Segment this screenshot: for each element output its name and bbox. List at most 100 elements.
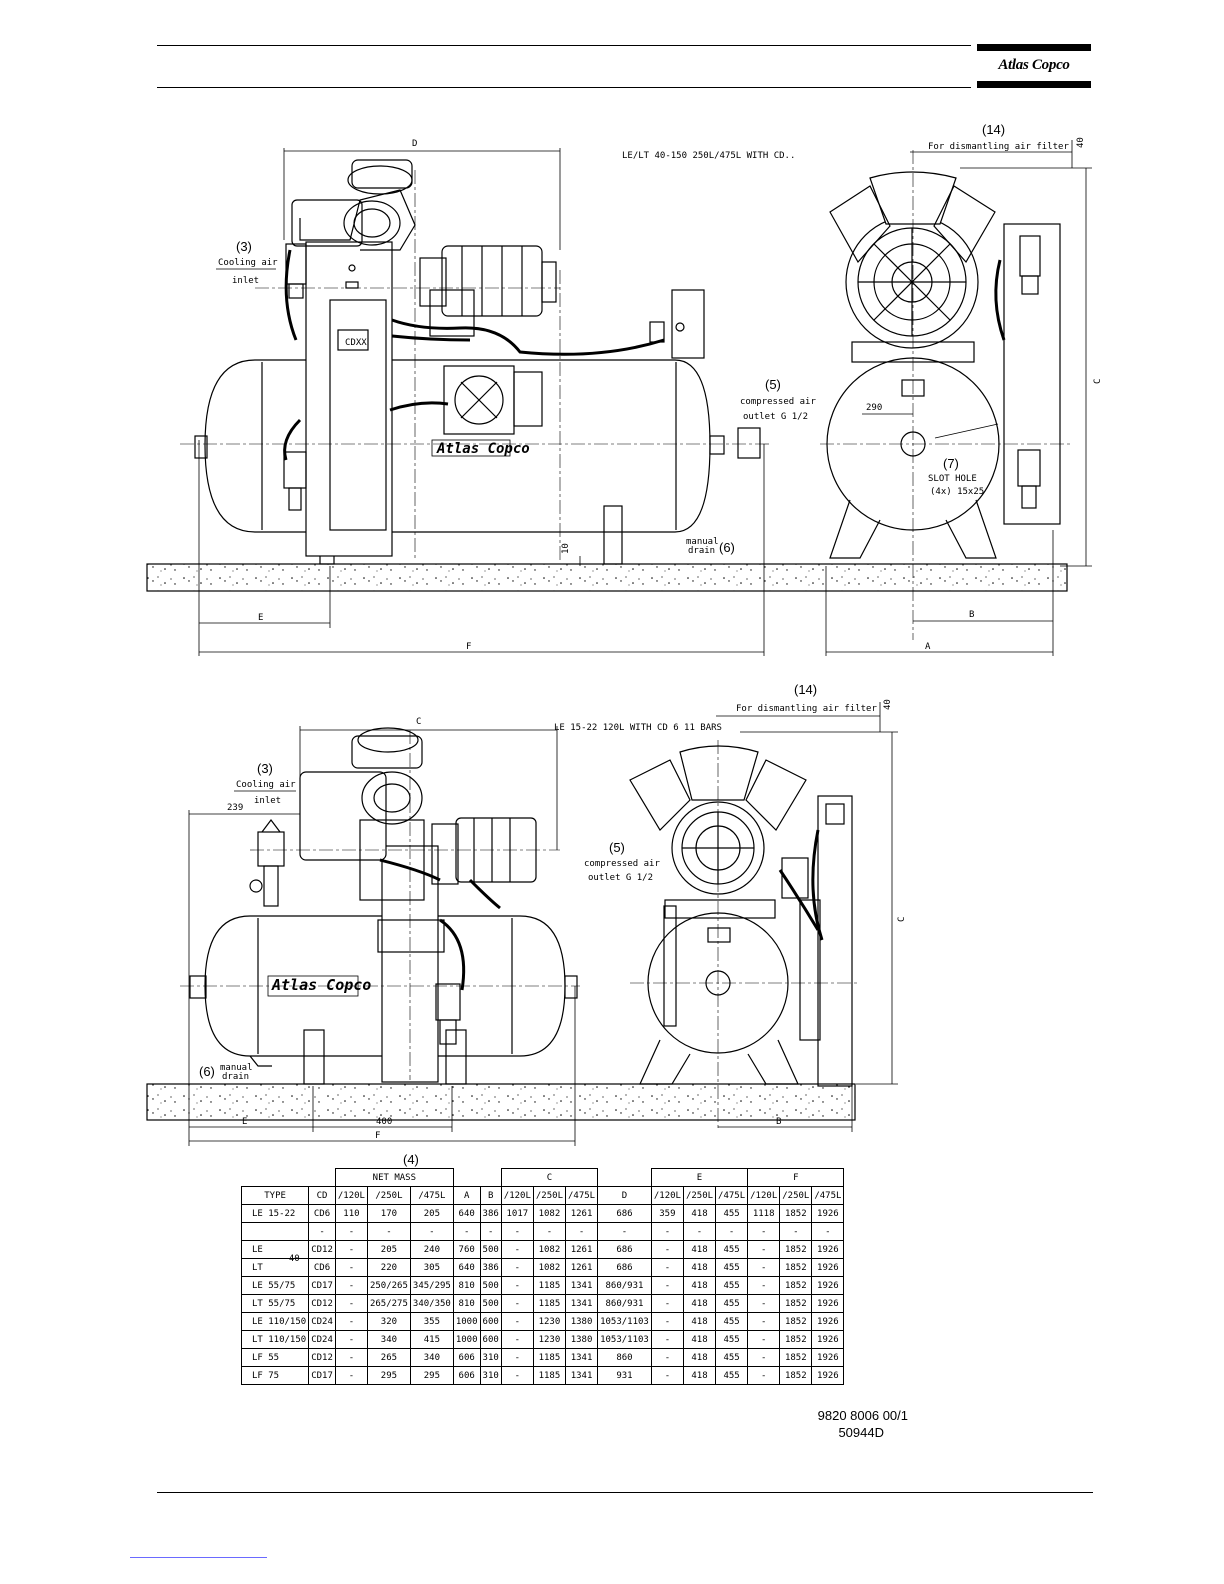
table-cell: 455 [715, 1366, 749, 1385]
table-cell: 1926 [811, 1204, 845, 1223]
bottom-dim-E: E [242, 1117, 247, 1127]
column-header: /475L [715, 1186, 749, 1205]
bottom-front-view [146, 727, 856, 1121]
table-cell: 1000 [452, 1330, 481, 1349]
table-cell: 418 [682, 1366, 717, 1385]
table-cell: 455 [715, 1294, 749, 1313]
table-cell: - [479, 1222, 502, 1241]
table-cell: 1000 [452, 1312, 481, 1331]
top-cooling-air-line2: inlet [232, 276, 259, 286]
table-cell: 418 [682, 1330, 717, 1349]
table-cell: - [500, 1294, 534, 1313]
bottom-dim-239: 239 [227, 803, 243, 813]
header-rule-bottom [157, 87, 971, 88]
table-cell: - [334, 1330, 368, 1349]
top-slot-line1: SLOT HOLE [928, 474, 977, 484]
table-cell: 310 [479, 1348, 502, 1367]
table-ref-number: (4) [403, 1152, 419, 1167]
table-cell: 1017 [500, 1204, 534, 1223]
table-cell: - [452, 1222, 481, 1241]
column-header: /120L [334, 1186, 368, 1205]
table-cell: 1852 [779, 1294, 813, 1313]
table-cell: 640 [452, 1204, 481, 1223]
table-cell: 295 [366, 1366, 411, 1385]
table-cell: - [650, 1222, 684, 1241]
column-header: A [452, 1186, 481, 1205]
table-cell: 265 [366, 1348, 411, 1367]
column-header: /475L [564, 1186, 599, 1205]
table-cell: - [308, 1222, 336, 1241]
table-cell [240, 1222, 310, 1241]
table-cell: - [532, 1222, 566, 1241]
table-cell: 860/931 [597, 1276, 652, 1295]
table-cell: 600 [479, 1330, 502, 1349]
table-cell: 1185 [532, 1276, 566, 1295]
table-cell: 860/931 [597, 1294, 652, 1313]
table-cell: - [747, 1222, 781, 1241]
table-cell: - [747, 1276, 781, 1295]
table-cell: 606 [452, 1366, 481, 1385]
table-cell: - [334, 1294, 368, 1313]
table-cell: - [334, 1258, 368, 1277]
top-dim-A: A [925, 642, 931, 652]
top-dim-10: 10 [561, 543, 571, 554]
table-cell: 295 [409, 1366, 454, 1385]
table-cell: - [366, 1222, 411, 1241]
table-cell: LF 55 [240, 1348, 310, 1367]
table-cell: 1380 [564, 1330, 599, 1349]
table-cell: 359 [650, 1204, 684, 1223]
table-cell: 455 [715, 1204, 749, 1223]
bottom-tank-brand: Atlas Copco [271, 976, 371, 994]
table-cell: 340/350 [409, 1294, 454, 1313]
table-cell: 500 [479, 1240, 502, 1259]
le-lt-40-label: 40 [288, 1253, 300, 1264]
top-side-dimensions [825, 140, 1092, 656]
table-cell: LT 110/150 [240, 1330, 310, 1349]
top-drain-line1: manual [686, 537, 719, 547]
header-rule-top [157, 45, 971, 46]
bottom-cooling-air-number: (3) [257, 761, 273, 776]
table-cell: 170 [366, 1204, 411, 1223]
table-cell: 500 [479, 1276, 502, 1295]
table-cell: 418 [682, 1312, 717, 1331]
table-cell: 600 [479, 1312, 502, 1331]
top-dim-F: F [466, 642, 471, 652]
table-cell: 418 [682, 1276, 717, 1295]
table-cell: 1261 [564, 1258, 599, 1277]
bottom-drain-line2: drain [222, 1072, 249, 1082]
table-cell: 265/275 [366, 1294, 411, 1313]
table-cell: CD17 [308, 1276, 336, 1295]
top-center-lines [180, 170, 770, 560]
table-cell: - [650, 1312, 684, 1331]
bottom-dim-400: 400 [376, 1117, 392, 1127]
table-cell: - [650, 1330, 684, 1349]
table-cell: - [650, 1294, 684, 1313]
table-cell: 1185 [532, 1348, 566, 1367]
column-header: TYPE [240, 1186, 310, 1205]
column-header: /250L [532, 1186, 566, 1205]
table-cell: CD12 [308, 1294, 336, 1313]
top-outlet-line1: compressed air [740, 397, 816, 407]
table-cell: 1118 [747, 1204, 781, 1223]
table-cell: - [747, 1294, 781, 1313]
table-cell: 1852 [779, 1258, 813, 1277]
table-cell: 1852 [779, 1312, 813, 1331]
column-header: CD [308, 1186, 336, 1205]
column-header: /120L [500, 1186, 534, 1205]
top-dim-40: 40 [1076, 137, 1086, 148]
table-cell: 415 [409, 1330, 454, 1349]
table-cell: 1852 [779, 1204, 813, 1223]
column-header: B [479, 1186, 502, 1205]
bottom-outlet-line2: outlet G 1/2 [588, 873, 653, 883]
bottom-side-view [629, 745, 853, 1087]
table-cell: - [747, 1366, 781, 1385]
table-cell: 455 [715, 1330, 749, 1349]
table-cell: CD6 [308, 1204, 336, 1223]
table-cell: 1380 [564, 1312, 599, 1331]
top-dim-290: 290 [866, 403, 882, 413]
table-cell: - [500, 1258, 534, 1277]
